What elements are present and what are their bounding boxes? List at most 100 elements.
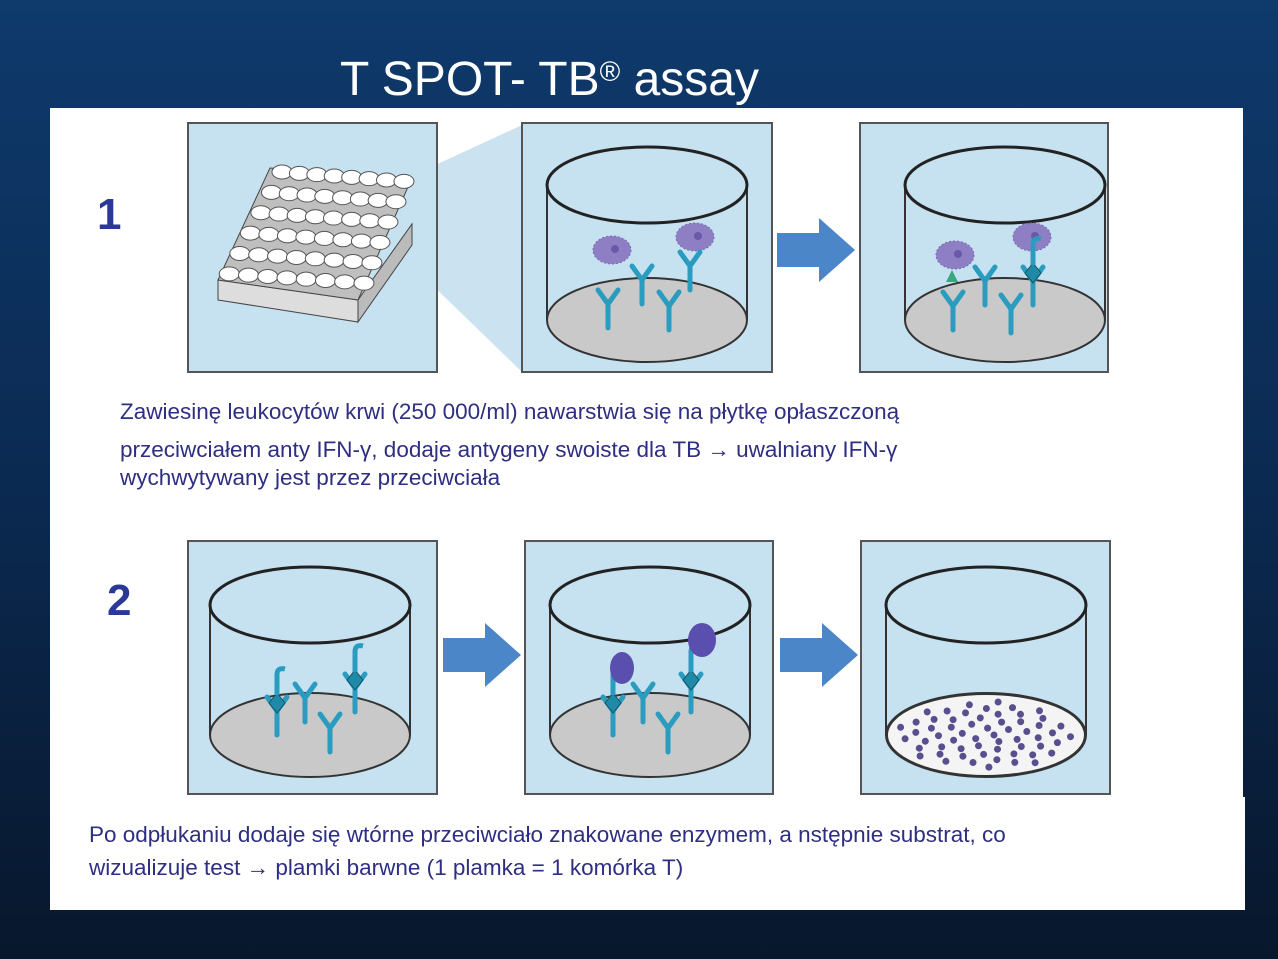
title-suffix: assay [620, 53, 759, 106]
well-rim [903, 145, 1107, 225]
microwell-plate [217, 164, 415, 324]
antibody-icon [972, 264, 998, 308]
arrow-icon [443, 623, 521, 687]
well-step-2b [548, 565, 752, 778]
well [367, 192, 389, 208]
ifn-gamma-icon [682, 669, 700, 691]
spot [930, 715, 938, 723]
well [296, 187, 318, 203]
spot [994, 698, 1002, 706]
well [278, 186, 300, 202]
antibody-shape [677, 249, 703, 293]
spot [1057, 722, 1065, 730]
well [285, 249, 307, 265]
step-1-line: wychwytywany jest przez przeciwciała [120, 465, 501, 490]
spot [912, 728, 920, 736]
step-1-line: Zawiesinę leukocytów krwi (250 000/ml) n… [120, 399, 900, 424]
spot [975, 742, 982, 750]
spot [976, 714, 984, 722]
spot [912, 718, 920, 726]
cell-nucleus [611, 245, 619, 253]
title-text: T SPOT- TB [340, 53, 600, 106]
well [288, 165, 310, 181]
spot [1029, 751, 1037, 759]
well [257, 268, 279, 284]
antibody-shape [656, 289, 682, 333]
spot [936, 750, 944, 758]
spot [1017, 743, 1025, 750]
spot [990, 731, 998, 739]
well [369, 234, 391, 250]
well [229, 245, 251, 261]
step-1-description: Zawiesinę leukocytów krwi (250 000/ml) n… [120, 395, 899, 494]
cell-nucleus [694, 232, 702, 240]
antibody-icon [317, 711, 343, 755]
well [332, 190, 354, 206]
antibody-shape [940, 289, 966, 333]
spot [1035, 722, 1043, 729]
well [286, 207, 308, 223]
spot [962, 709, 969, 717]
spot [943, 707, 951, 715]
antibody-shape [595, 287, 621, 331]
spot [969, 759, 977, 766]
well [359, 213, 381, 229]
spot [1013, 735, 1021, 743]
spot [923, 708, 931, 716]
antibody-icon [595, 287, 621, 331]
spot [916, 752, 924, 760]
spot [1031, 759, 1039, 767]
spot [982, 705, 990, 712]
cell-nucleus [954, 250, 962, 258]
spot [959, 752, 967, 760]
ifn-gamma-icon [268, 692, 286, 714]
step-2-description: Po odpłukaniu dodaje się wtórne przeciwc… [89, 818, 1006, 884]
well-step-1b [903, 145, 1107, 363]
secondary-antibody-icon [352, 643, 364, 672]
slide-title: T SPOT- TB® assay [340, 52, 759, 107]
well [239, 225, 261, 241]
spot [1048, 749, 1056, 757]
well [304, 209, 326, 225]
spot [1017, 710, 1024, 718]
spot [998, 718, 1006, 726]
spot [1009, 704, 1016, 712]
well-rim [545, 145, 749, 225]
ifn-gamma-icon [604, 692, 622, 714]
ifn-gamma-icon [346, 669, 364, 691]
well [323, 252, 345, 268]
well [385, 194, 407, 210]
well-bottom [209, 692, 411, 778]
antibody-icon [998, 292, 1024, 336]
antibody-shape [630, 681, 656, 725]
well [295, 271, 317, 287]
well [349, 191, 371, 207]
well [250, 205, 272, 221]
antibody-shape [655, 711, 681, 755]
enzyme-conjugate-icon [688, 623, 716, 657]
spot [1036, 707, 1043, 715]
spot [1049, 729, 1056, 737]
well [361, 255, 383, 271]
well [268, 206, 290, 222]
antibody-icon [630, 681, 656, 725]
spot [1067, 733, 1074, 741]
antibody-shape [317, 711, 343, 755]
spot [942, 757, 950, 765]
spot [1011, 758, 1019, 766]
spot [938, 743, 946, 751]
well [258, 226, 280, 242]
well [350, 233, 372, 249]
well [323, 168, 345, 184]
spot [972, 735, 980, 743]
well [353, 275, 375, 291]
antibody-shape [972, 264, 998, 308]
well [376, 172, 398, 188]
well [238, 267, 260, 283]
well-bottom [904, 277, 1106, 363]
well [322, 210, 344, 226]
well [267, 248, 289, 264]
well [334, 274, 356, 290]
spot [1017, 718, 1025, 726]
spot [1039, 714, 1047, 722]
